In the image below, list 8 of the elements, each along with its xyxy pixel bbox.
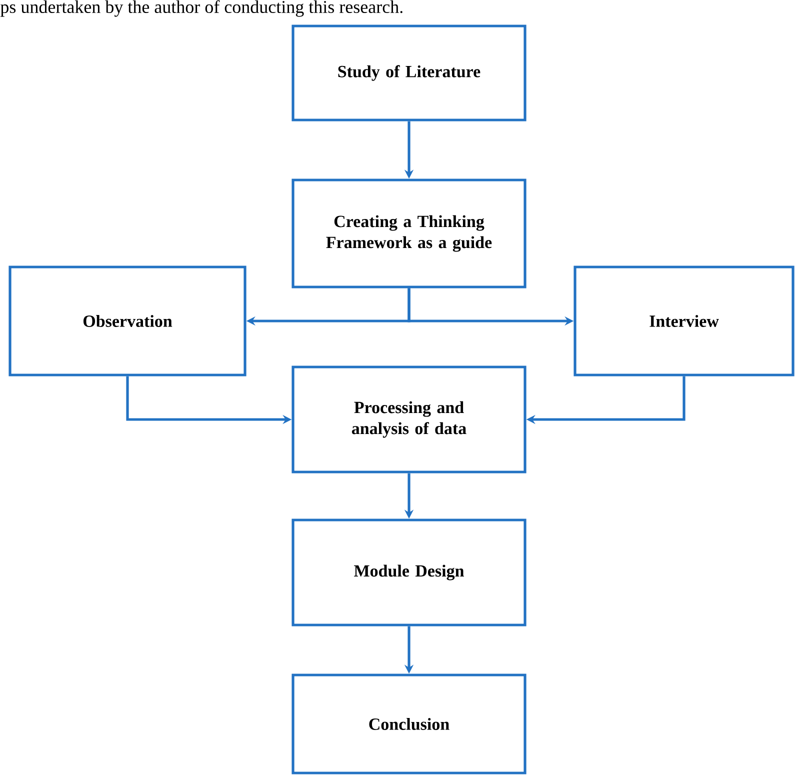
process-box: Processing and analysis of data xyxy=(292,366,526,474)
process-box: Conclusion xyxy=(292,674,526,774)
process-box: Study of Literature xyxy=(292,24,526,122)
process-box: Observation xyxy=(8,266,246,376)
process-box: Creating a Thinking Framework as a guide xyxy=(292,178,526,288)
process-box: Module Design xyxy=(292,518,526,626)
process-box: Interview xyxy=(574,266,794,376)
caption-text: ps undertaken by the author of conducting this research. xyxy=(0,0,402,17)
